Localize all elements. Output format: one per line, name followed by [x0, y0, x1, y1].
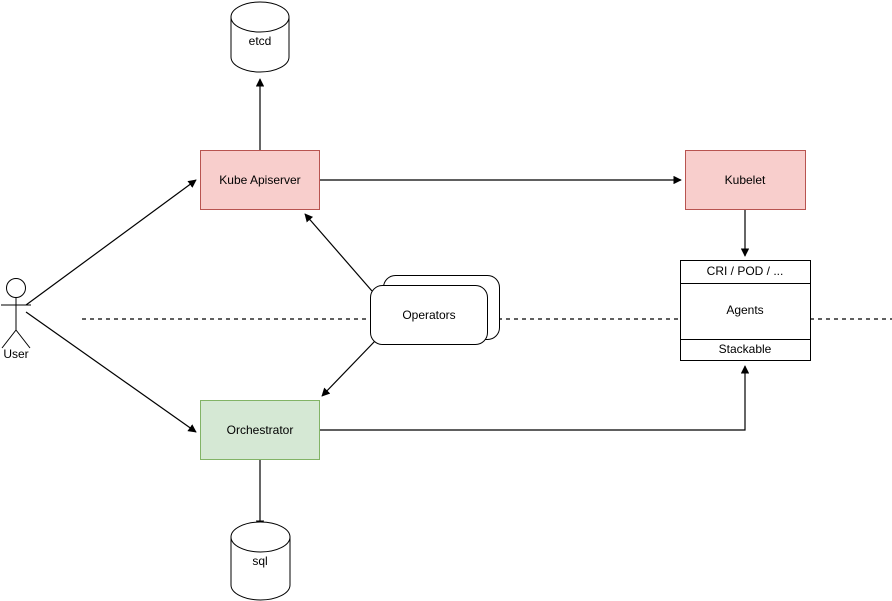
agents-bottom-label: Stackable: [719, 342, 772, 356]
agents-outer-box: [680, 260, 811, 361]
kube-apiserver-box: [200, 150, 320, 210]
node-kube-apiserver[interactable]: Kube Apiserver: [200, 150, 320, 210]
node-agents-stack[interactable]: CRI / POD / ... Agents Stackable: [680, 260, 811, 361]
edge-orchestrator-to-stackable: [320, 365, 750, 431]
agents-top-label: CRI / POD / ...: [707, 264, 784, 278]
actor-user-label: User: [3, 347, 28, 361]
node-etcd[interactable]: etcd: [230, 1, 290, 73]
node-operators[interactable]: Operators: [370, 275, 500, 345]
actor-left-leg-icon: [1, 329, 17, 349]
node-orchestrator-label: Orchestrator: [227, 423, 294, 437]
node-orchestrator[interactable]: Orchestrator: [200, 400, 320, 460]
actor-right-leg-icon: [15, 329, 31, 349]
node-sql-label: sql: [252, 554, 267, 568]
actor-user[interactable]: User: [1, 278, 31, 362]
edge-user-to-kube-apiserver: [25, 179, 197, 306]
node-kube-apiserver-label: Kube Apiserver: [219, 173, 300, 187]
sql-cylinder-body: [230, 536, 291, 601]
node-kubelet[interactable]: Kubelet: [685, 150, 806, 210]
node-kubelet-label: Kubelet: [725, 173, 766, 187]
agents-middle-label: Agents: [726, 303, 763, 317]
edge-operators-to-kube-apiserver: [304, 213, 373, 292]
edge-operators-to-orchestrator: [321, 340, 376, 397]
node-operators-label: Operators: [402, 308, 455, 322]
node-etcd-label: etcd: [249, 34, 272, 48]
kubelet-box: [685, 150, 806, 210]
etcd-cylinder-top: [230, 1, 290, 33]
orchestrator-box: [200, 400, 320, 460]
etcd-cylinder-body: [230, 16, 290, 73]
node-sql[interactable]: sql: [230, 521, 291, 601]
actor-head-icon: [6, 278, 26, 298]
edge-user-to-orchestrator: [25, 311, 197, 433]
sql-cylinder-top: [230, 521, 291, 553]
operators-front-layer: [370, 285, 488, 345]
